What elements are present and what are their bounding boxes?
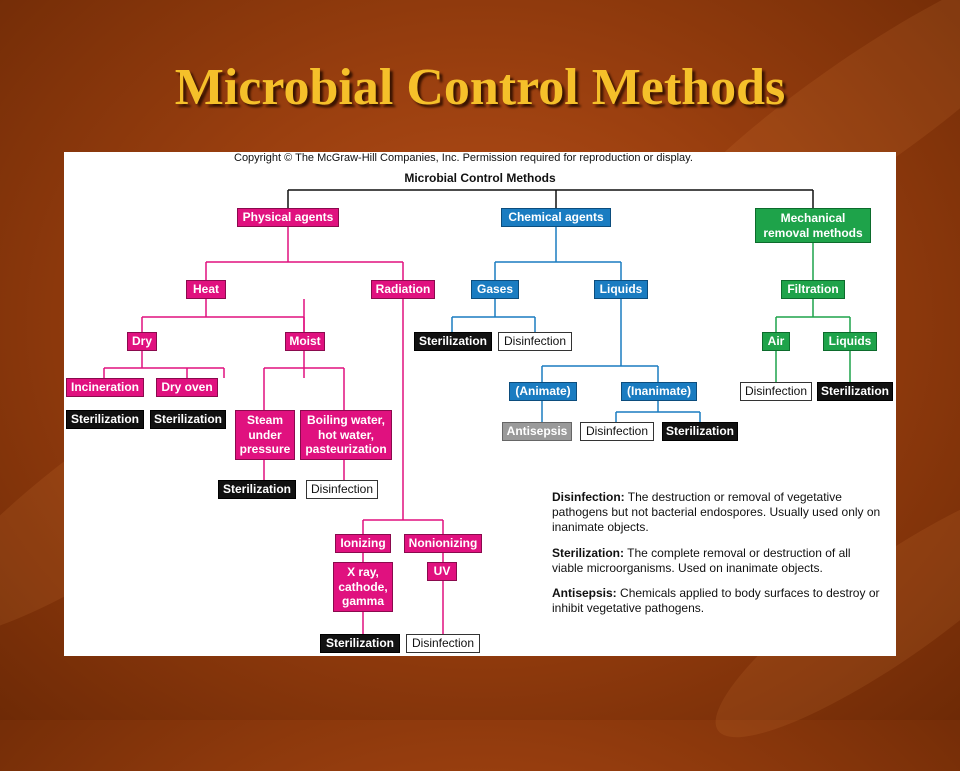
node-gases-sterilization: Sterilization bbox=[414, 332, 492, 351]
node-radiation: Radiation bbox=[371, 280, 435, 299]
definition-term: Disinfection: bbox=[552, 490, 625, 504]
node-ionizing-sterilization: Sterilization bbox=[320, 634, 400, 653]
node-air-disinfection: Disinfection bbox=[740, 382, 812, 401]
node-xray-cathode-gamma: X ray, cathode, gamma bbox=[333, 562, 393, 612]
node-gases-disinfection: Disinfection bbox=[498, 332, 572, 351]
node-inanimate-disinfection: Disinfection bbox=[580, 422, 654, 441]
node-physical-agents: Physical agents bbox=[237, 208, 339, 227]
node-inanimate-sterilization: Sterilization bbox=[662, 422, 738, 441]
node-boiling-disinfection: Disinfection bbox=[306, 480, 378, 499]
node-ionizing: Ionizing bbox=[335, 534, 391, 553]
node-antisepsis: Antisepsis bbox=[502, 422, 572, 441]
node-moist: Moist bbox=[285, 332, 325, 351]
node-air: Air bbox=[762, 332, 790, 351]
node-boiling-water: Boiling water, hot water, pasteurization bbox=[300, 410, 392, 460]
diagram-figure: Copyright © The McGraw-Hill Companies, I… bbox=[64, 152, 896, 656]
node-chemical-agents: Chemical agents bbox=[501, 208, 611, 227]
node-incineration-sterilization: Sterilization bbox=[66, 410, 144, 429]
node-animate: (Animate) bbox=[509, 382, 577, 401]
definition-sterilization: Sterilization: The complete removal or d… bbox=[552, 546, 882, 576]
node-steam-sterilization: Sterilization bbox=[218, 480, 296, 499]
definition-antisepsis: Antisepsis: Chemicals applied to body su… bbox=[552, 586, 882, 616]
node-heat: Heat bbox=[186, 280, 226, 299]
node-liquids: Liquids bbox=[594, 280, 648, 299]
definition-disinfection: Disinfection: The destruction or removal… bbox=[552, 490, 882, 535]
slide-title: Microbial Control Methods bbox=[174, 59, 786, 116]
node-filter-liquids: Liquids bbox=[823, 332, 877, 351]
node-uv: UV bbox=[427, 562, 457, 581]
node-filtration: Filtration bbox=[781, 280, 845, 299]
node-dry-oven: Dry oven bbox=[156, 378, 218, 397]
node-nonionizing-disinfection: Disinfection bbox=[406, 634, 480, 653]
node-mechanical-removal: Mechanical removal methods bbox=[755, 208, 871, 243]
node-gases: Gases bbox=[471, 280, 519, 299]
definition-text: Chemicals applied to body surfaces to de… bbox=[552, 586, 880, 615]
node-dry: Dry bbox=[127, 332, 157, 351]
definition-term: Antisepsis: bbox=[552, 586, 617, 600]
node-dry-oven-sterilization: Sterilization bbox=[150, 410, 226, 429]
connector-lines bbox=[103, 189, 851, 634]
figure-title: Microbial Control Methods bbox=[404, 171, 556, 185]
definition-text: The destruction or removal of vegetative… bbox=[552, 490, 881, 534]
node-filter-liquids-sterilization: Sterilization bbox=[817, 382, 893, 401]
definition-term: Sterilization: bbox=[552, 546, 625, 560]
node-steam-under-pressure: Steam under pressure bbox=[235, 410, 295, 460]
copyright-notice: Copyright © The McGraw-Hill Companies, I… bbox=[234, 152, 693, 164]
node-incineration: Incineration bbox=[66, 378, 144, 397]
node-inanimate: (Inanimate) bbox=[621, 382, 697, 401]
definition-text: The complete removal or destruction of a… bbox=[552, 546, 851, 575]
node-nonionizing: Nonionizing bbox=[404, 534, 482, 553]
